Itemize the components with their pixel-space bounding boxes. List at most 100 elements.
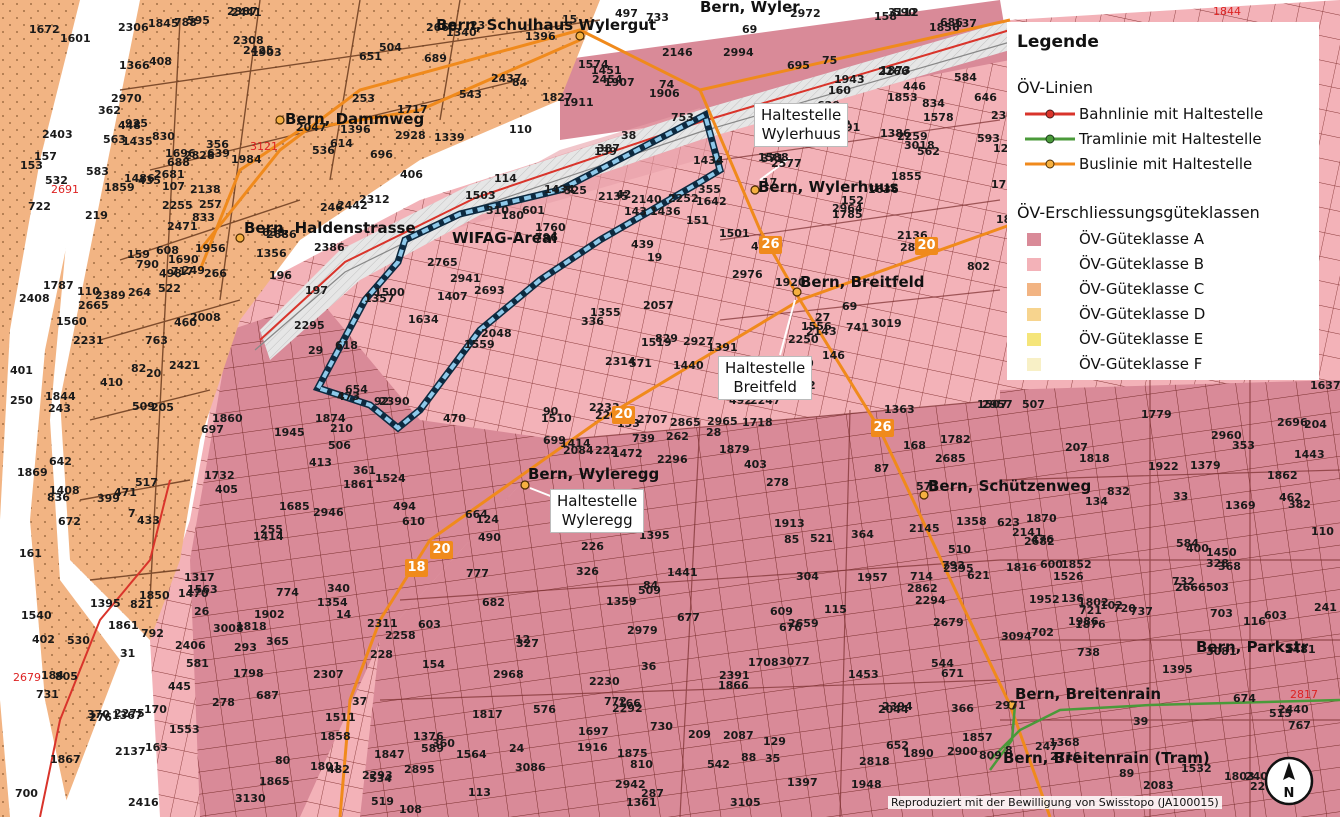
parcel-number: 2441 (231, 6, 262, 19)
parcel-number: 1588 (758, 151, 789, 164)
parcel-number: 401 (10, 364, 33, 377)
parcel-number: 1386 (880, 127, 911, 140)
parcel-number: 494 (393, 500, 416, 513)
parcel-number: 1434 (544, 183, 575, 196)
parcel-number: 618 (335, 339, 358, 352)
parcel-number: 247 (1035, 740, 1058, 753)
stop-marker-dammweg (275, 115, 285, 125)
parcel-number: 170 (144, 703, 167, 716)
parcel-number: 1395 (90, 597, 121, 610)
parcel-number: 1984 (231, 153, 262, 166)
callout-line-2: Wylerhuus (761, 125, 841, 143)
parcel-number: 82 (131, 362, 146, 375)
parcel-number: 3094 (1001, 630, 1032, 643)
parcel-number: 503 (1206, 581, 1229, 594)
parcel-number: 1391 (707, 341, 738, 354)
stop-name-schuetzenweg: Bern, Schützenweg (928, 477, 1091, 495)
parcel-number: 584 (1176, 537, 1199, 550)
parcel-number: 1355 (590, 306, 621, 319)
parcel-number: 143 (624, 205, 647, 218)
parcel-number: 700 (15, 787, 38, 800)
parcel-number: 772 (604, 695, 627, 708)
legend-label: ÖV-Güteklasse A (1079, 230, 1205, 248)
parcel-number: 1690 (168, 253, 199, 266)
parcel-number: 1396 (525, 30, 556, 43)
parcel-number: 113 (468, 786, 491, 799)
parcel-number: 2047 (296, 121, 327, 134)
parcel-number: 1395 (639, 529, 670, 542)
parcel-number: 733 (646, 11, 669, 24)
parcel-number: 470 (443, 412, 466, 425)
parcel-number: 2679 (13, 671, 41, 684)
legend-label: ÖV-Güteklasse E (1079, 330, 1204, 348)
parcel-number: 590 (893, 6, 916, 19)
parcel-number: 207 (1065, 441, 1088, 454)
parcel-number: 1860 (212, 412, 243, 425)
parcel-number: 3077 (779, 655, 810, 668)
parcel-number: 1853 (887, 91, 918, 104)
parcel-number: 153 (20, 159, 43, 172)
parcel-number: 1450 (1206, 546, 1237, 559)
parcel-number: 3121 (250, 140, 278, 153)
parcel-number: 651 (359, 50, 382, 63)
parcel-number-layer: 2296225522642275225022582266225222592247… (10, 5, 1340, 816)
parcel-number: 241 (1314, 601, 1337, 614)
parcel-number: 85 (784, 533, 799, 546)
parcel-number: 1873 (880, 64, 911, 77)
parcel-number: 1948 (851, 778, 882, 791)
parcel-number: 2294 (915, 594, 946, 607)
parcel-number: 2828 (184, 149, 215, 162)
parcel-number: 1414 (560, 437, 591, 450)
parcel-number: 682 (482, 596, 505, 609)
parcel-number: 402 (32, 633, 55, 646)
parcel-number: 1434 (693, 154, 724, 167)
parcel-number: 293 (234, 641, 257, 654)
parcel-number: 593 (977, 132, 1000, 145)
parcel-number: 276 (89, 711, 112, 724)
parcel-number: 2681 (154, 168, 185, 181)
parcel-number: 2391 (719, 669, 750, 682)
parcel-number: 205 (151, 401, 174, 414)
parcel-number: 830 (152, 130, 175, 143)
parcel-number: 2900 (947, 745, 978, 758)
parcel-number: 1564 (456, 748, 487, 761)
parcel-number: 1760 (535, 221, 566, 234)
parcel-number: 204 (1304, 418, 1327, 431)
parcel-number: 1636 (868, 183, 899, 196)
parcel-number: 2306 (118, 21, 149, 34)
parcel-number: 2686 (266, 228, 297, 241)
parcel-number: 255 (260, 523, 283, 536)
parcel-number: 366 (951, 702, 974, 715)
callout-line-1: Haltestelle (761, 106, 842, 124)
parcel-number: 1803 (1224, 770, 1255, 783)
parcel-number: 1503 (465, 189, 496, 202)
bus-line-badge-20: 20 (915, 237, 938, 255)
parcel-number: 1879 (719, 443, 750, 456)
parcel-number: 1859 (104, 181, 135, 194)
class-f-swatch-icon (1027, 358, 1041, 371)
parcel-number: 609 (770, 605, 793, 618)
parcel-number: 326 (576, 565, 599, 578)
parcel-number: 405 (215, 483, 238, 496)
parcel-number: 2979 (627, 624, 658, 637)
parcel-number: 2659 (788, 617, 819, 630)
parcel-number: 361 (353, 464, 376, 477)
parcel-number: 362 (98, 104, 121, 117)
parcel-number: 589 (421, 742, 444, 755)
parcel-number: 571 (916, 480, 939, 493)
parcel-number: 689 (424, 52, 447, 65)
parcel-number: 2403 (42, 128, 73, 141)
parcel-number: 1519 (641, 336, 672, 349)
parcel-number: 340 (327, 582, 350, 595)
parcel-number: 1397 (787, 776, 818, 789)
parcel-number: 732 (1172, 575, 1195, 588)
bus-line-badge-26: 26 (871, 419, 894, 437)
parcel-number: 1943 (834, 73, 865, 86)
parcel-number: 166 (618, 697, 641, 710)
parcel-number: 1368 (1049, 736, 1080, 749)
parcel-number: 139 (594, 145, 617, 158)
parcel-number: 829 (655, 332, 678, 345)
parcel-number: 530 (67, 634, 90, 647)
stop-name-breitfeld: Bern, Breitfeld (800, 273, 925, 291)
parcel-number: 110 (509, 123, 532, 136)
